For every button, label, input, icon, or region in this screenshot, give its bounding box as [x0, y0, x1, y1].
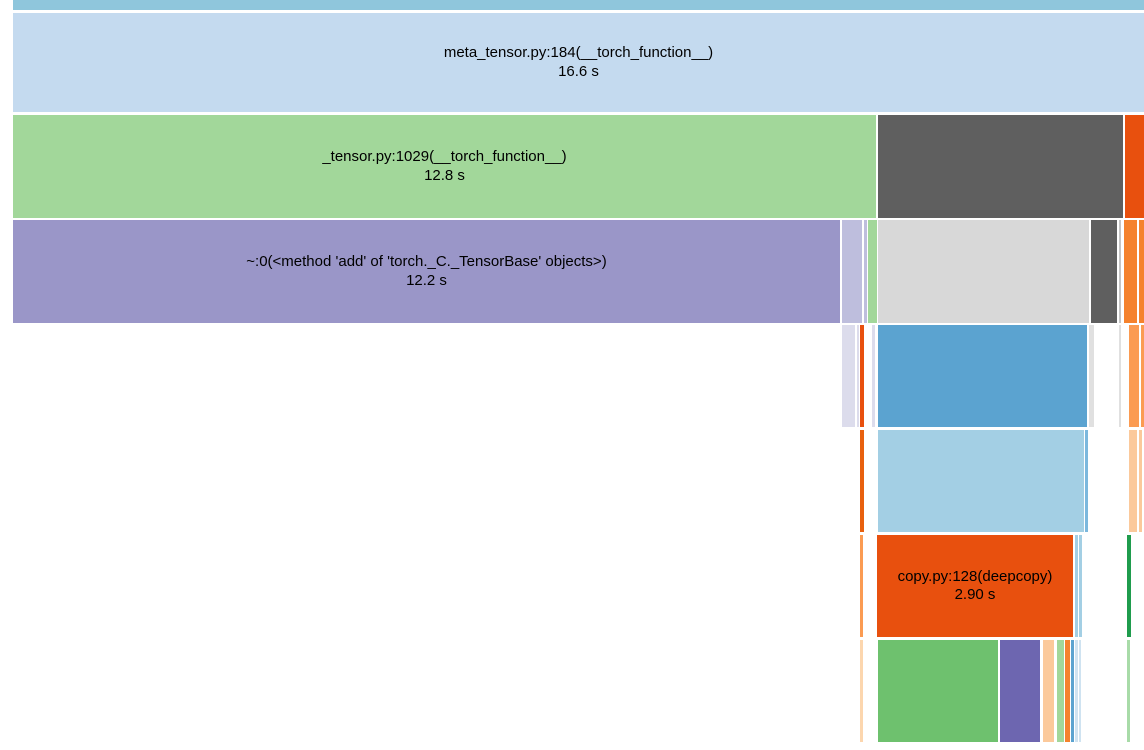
- flame-frame[interactable]: [1000, 640, 1040, 742]
- flame-frame[interactable]: [1085, 430, 1088, 532]
- flame-frame[interactable]: [860, 430, 864, 532]
- flame-frame[interactable]: [1119, 325, 1121, 427]
- flame-frame-labeled[interactable]: meta_tensor.py:184(__torch_function__)16…: [13, 13, 1144, 112]
- frame-duration-label: 12.8 s: [424, 166, 465, 184]
- flame-frame[interactable]: [860, 325, 864, 427]
- flame-frame[interactable]: [878, 115, 1123, 218]
- frame-function-label: copy.py:128(deepcopy): [897, 567, 1053, 585]
- flame-frame[interactable]: [878, 325, 1087, 427]
- flame-frame-labeled[interactable]: ~:0(<method 'add' of 'torch._C._TensorBa…: [13, 220, 840, 323]
- flame-frame-labeled[interactable]: copy.py:128(deepcopy)2.90 s: [877, 535, 1073, 637]
- flame-frame[interactable]: [1043, 640, 1054, 742]
- frame-duration-label: 2.90 s: [954, 586, 996, 603]
- flame-frame[interactable]: [1139, 430, 1142, 532]
- flame-frame[interactable]: [1125, 115, 1144, 218]
- flame-frame[interactable]: [878, 430, 1084, 532]
- flame-frame[interactable]: [1127, 535, 1131, 637]
- flame-frame[interactable]: [872, 325, 875, 427]
- flame-frame[interactable]: [1075, 535, 1078, 637]
- flame-frame[interactable]: [1119, 220, 1121, 323]
- flame-frame-labeled[interactable]: _tensor.py:1029(__torch_function__)12.8 …: [13, 115, 876, 218]
- flame-frame[interactable]: [1091, 220, 1117, 323]
- frame-function-label: ~:0(<method 'add' of 'torch._C._TensorBa…: [246, 253, 607, 271]
- flame-frame[interactable]: [1127, 640, 1130, 742]
- flame-frame[interactable]: [868, 220, 877, 323]
- flame-frame[interactable]: [1079, 535, 1082, 637]
- flame-frame[interactable]: [1057, 640, 1064, 742]
- flame-frame[interactable]: [1065, 640, 1070, 742]
- flame-frame[interactable]: [878, 640, 998, 742]
- flame-frame[interactable]: [1079, 640, 1081, 742]
- frame-function-label: _tensor.py:1029(__torch_function__): [322, 148, 567, 166]
- flame-frame[interactable]: [1129, 325, 1139, 427]
- root-rule-bar: [13, 0, 1144, 10]
- frame-duration-label: 16.6 s: [558, 62, 599, 80]
- flame-frame[interactable]: [1124, 220, 1137, 323]
- flame-frame[interactable]: [842, 220, 862, 323]
- flame-frame[interactable]: [1071, 640, 1074, 742]
- flame-frame[interactable]: [860, 535, 863, 637]
- flame-frame[interactable]: [1075, 640, 1078, 742]
- flame-frame[interactable]: [842, 325, 855, 427]
- flame-frame[interactable]: [878, 220, 1089, 323]
- flame-frame[interactable]: [1129, 430, 1137, 532]
- flame-frame[interactable]: [1089, 325, 1094, 427]
- frame-function-label: meta_tensor.py:184(__torch_function__): [443, 44, 714, 62]
- flame-frame[interactable]: [864, 220, 867, 323]
- frame-duration-label: 12.2 s: [406, 271, 447, 289]
- flame-frame[interactable]: [1141, 325, 1144, 427]
- flame-frame[interactable]: [860, 640, 863, 742]
- flame-frame[interactable]: [1139, 220, 1144, 323]
- flame-frame[interactable]: [857, 325, 859, 427]
